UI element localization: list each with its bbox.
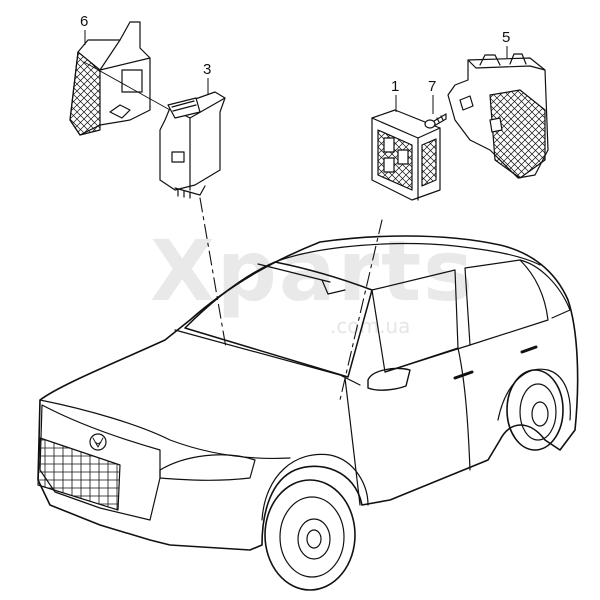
relay-carrier-icon (371, 109, 441, 201)
callout-5: 5 (502, 29, 511, 46)
control-module-icon (159, 91, 226, 199)
callout-1: 1 (391, 78, 400, 95)
callout-3: 3 (203, 61, 212, 78)
callout-6: 6 (80, 13, 89, 30)
bracket-with-grid-icon (69, 21, 171, 136)
leader-lines (199, 197, 383, 401)
callout-7: 7 (428, 78, 437, 95)
car-illustration (37, 235, 579, 591)
mounting-bracket-icon (447, 53, 549, 179)
watermark-domain: .com.ua (330, 314, 411, 338)
screw-icon (424, 113, 447, 129)
